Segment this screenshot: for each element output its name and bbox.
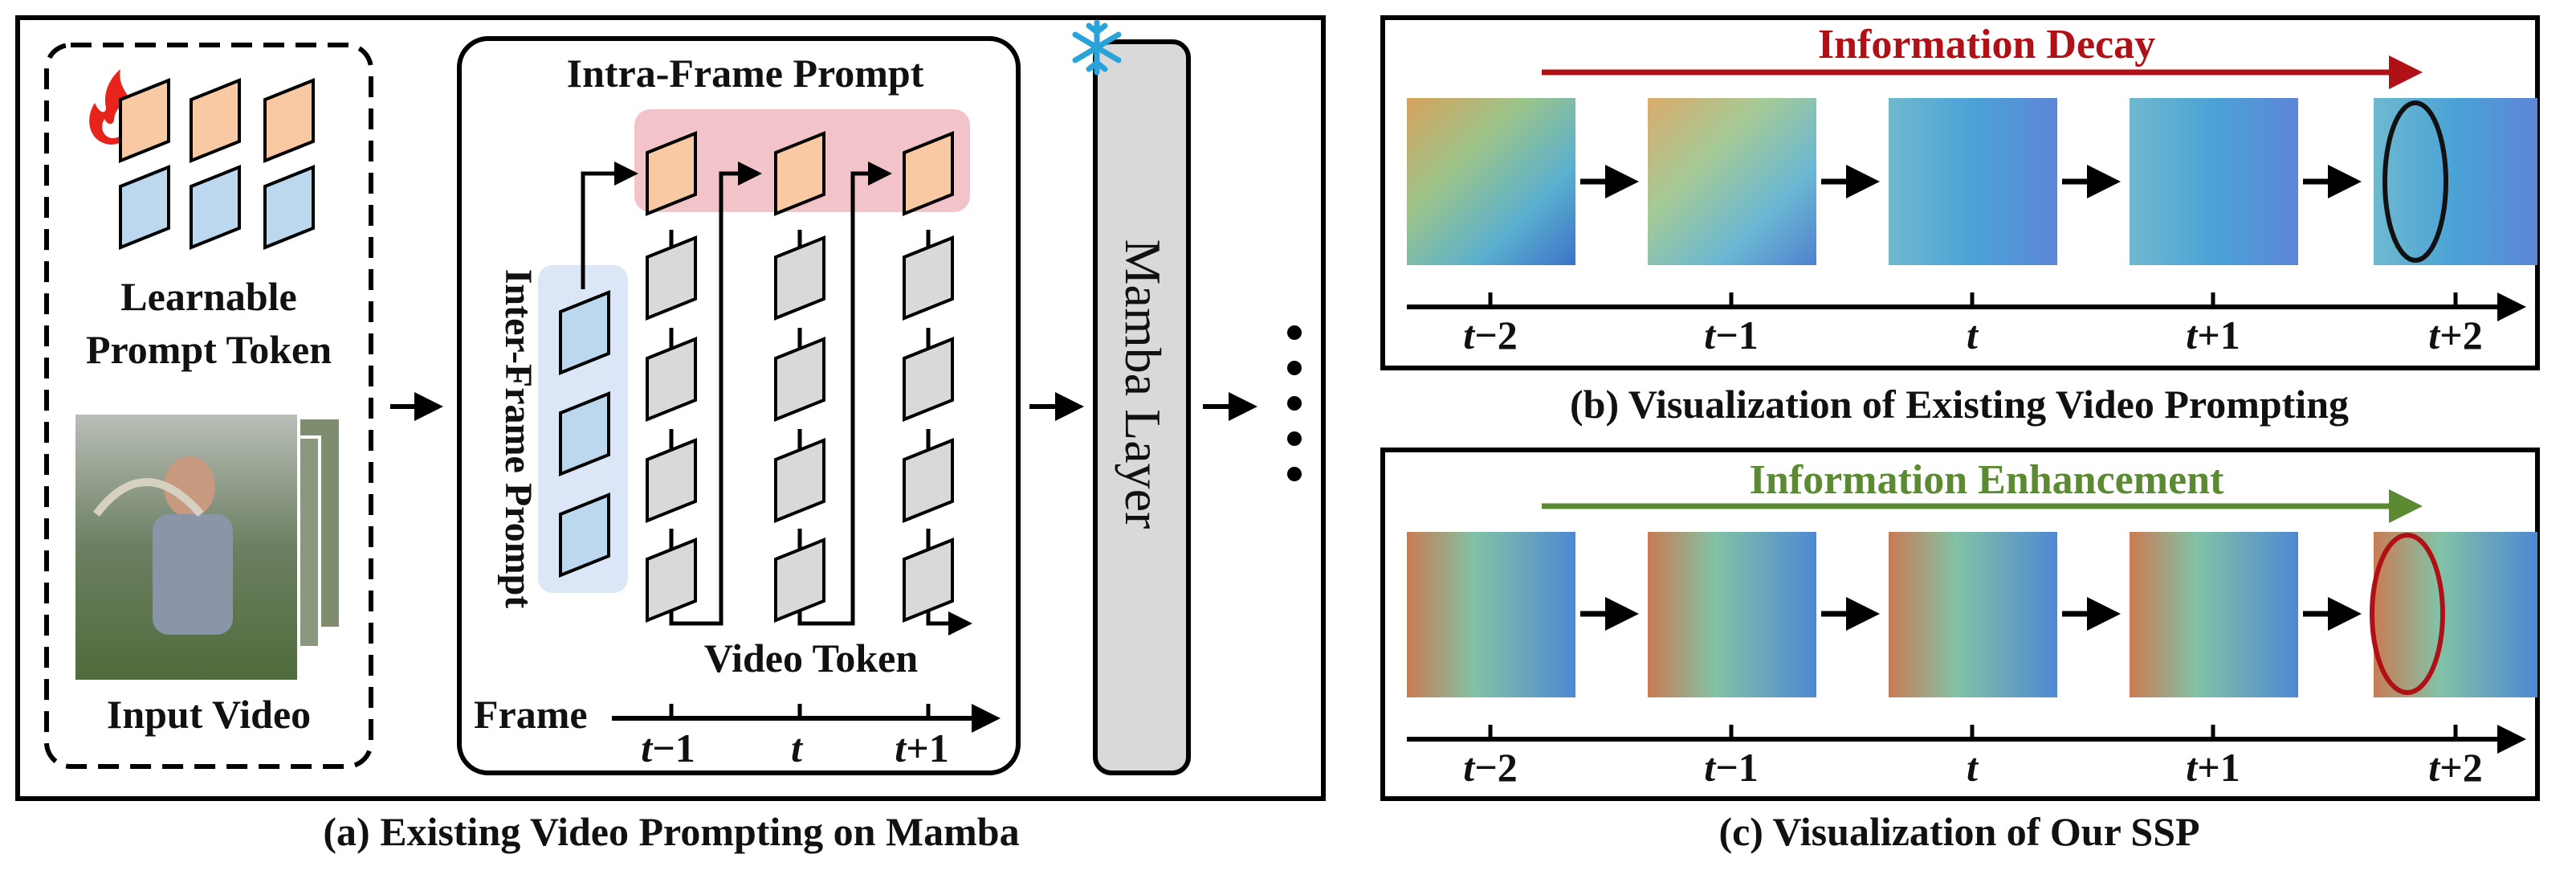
attention-map (1407, 532, 1575, 697)
frame-tick-label: t (791, 726, 804, 771)
video-token (646, 337, 697, 422)
time-tick-label: t+2 (2428, 745, 2482, 790)
video-token (903, 337, 954, 422)
attention-map (1889, 98, 2057, 265)
intra-frame-token (646, 131, 697, 216)
input-video-frames (72, 411, 342, 683)
highlight-ellipse (2370, 533, 2445, 695)
time-tick-label: t−1 (1704, 745, 1758, 790)
panel-a-border (15, 15, 1326, 801)
video-token (903, 538, 954, 623)
inter-frame-token (559, 391, 610, 476)
panel-b: Information Decay t−2 t−1 t t+1 t+2 (1380, 15, 2540, 427)
video-token (646, 235, 697, 321)
inter-frame-token (559, 290, 610, 375)
attention-map-row-b (1407, 98, 2537, 265)
panel-c-caption: (c) Visualization of Our SSP (1718, 809, 2199, 854)
person-body (153, 514, 233, 635)
highlight-ellipse (2382, 100, 2448, 263)
learnable-label-line1: Learnable (120, 274, 296, 319)
time-tick-label: t−1 (1704, 313, 1758, 358)
snowflake-icon (1072, 19, 1122, 76)
attention-map (1648, 98, 1816, 265)
attention-map (2374, 532, 2537, 697)
time-tick-label: t (1967, 313, 1979, 358)
prompt-token-orange (263, 78, 315, 163)
time-tick-label: t (1967, 745, 1979, 790)
attention-map-row-c (1407, 532, 2537, 697)
prompt-token-blue (190, 165, 241, 250)
intra-frame-label: Intra-Frame Prompt (567, 51, 924, 96)
attention-map (2130, 532, 2298, 697)
video-token (774, 235, 825, 321)
time-tick-label: t+1 (2186, 313, 2240, 358)
attention-map (2374, 98, 2537, 265)
frame-tick-label: t+1 (895, 726, 948, 771)
intra-frame-token (903, 131, 954, 216)
time-tick-label: t+1 (2186, 745, 2240, 790)
input-video-label: Input Video (107, 692, 311, 737)
video-token (774, 438, 825, 523)
video-token (774, 538, 825, 623)
mamba-layer-label: Mamba Layer (1115, 239, 1172, 529)
mamba-layer-block (1093, 39, 1191, 775)
prompt-token-orange (119, 78, 170, 163)
intra-frame-tokens (646, 131, 954, 216)
prompt-token-blue (263, 165, 315, 250)
person-head (164, 456, 215, 517)
attention-map (1407, 98, 1575, 265)
inter-frame-token (559, 493, 610, 578)
time-ticks-c (1488, 725, 2458, 739)
frame-axis-label: Frame (474, 692, 588, 737)
time-tick-label: t−2 (1463, 313, 1517, 358)
bow-shape (93, 478, 204, 517)
panel-a: Learnable Prompt Token Input Video Intra… (15, 15, 1326, 854)
video-tokens (646, 235, 954, 623)
panel-b-caption: (b) Visualization of Existing Video Prom… (1570, 382, 2349, 427)
prompting-box (457, 36, 1021, 775)
input-dashed-box (44, 43, 373, 769)
prompt-token-orange (190, 78, 241, 163)
video-token (774, 337, 825, 422)
video-token-label: Video Token (704, 636, 919, 681)
frame-tick-label: t−1 (641, 726, 695, 771)
panel-c: Information Enhancement t−2 t−1 t t+1 (1380, 448, 2540, 854)
time-tick-label: t+2 (2428, 313, 2482, 358)
decay-label: Information Decay (1818, 22, 2155, 67)
attention-map (1889, 532, 2057, 697)
video-token (646, 438, 697, 523)
time-ticks-b (1488, 292, 2458, 307)
panel-a-caption: (a) Existing Video Prompting on Mamba (323, 809, 1019, 854)
intra-frame-token (774, 131, 825, 216)
token-flow-lines (581, 161, 972, 636)
attention-map (1648, 532, 1816, 697)
video-token (903, 235, 954, 321)
continuation-dots (1287, 325, 1302, 481)
enhancement-label: Information Enhancement (1750, 457, 2224, 503)
time-tick-label: t−2 (1463, 745, 1517, 790)
attention-map (2130, 98, 2298, 265)
prompt-token-blue (119, 165, 170, 250)
learnable-prompt-tokens (119, 78, 315, 250)
inter-frame-label: Inter-Frame Prompt (497, 269, 540, 609)
video-token (903, 438, 954, 523)
video-token (646, 538, 697, 623)
learnable-label-line2: Prompt Token (86, 327, 332, 372)
inter-frame-tokens (559, 290, 610, 578)
